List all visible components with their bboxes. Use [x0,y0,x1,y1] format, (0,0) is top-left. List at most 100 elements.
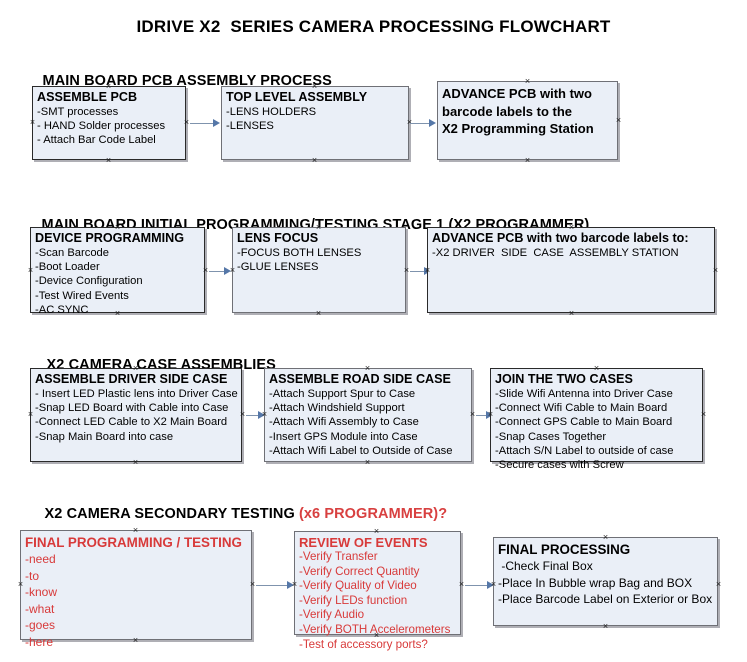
node-line: -X2 DRIVER SIDE CASE ASSEMBLY STATION [432,247,679,259]
node-join-the-two-cases[interactable]: JOIN THE TWO CASES -Slide Wifi Antenna i… [490,368,703,471]
connection-point-right [202,267,209,274]
node-title: ASSEMBLE DRIVER SIDE CASE [35,372,228,386]
section-heading-main-board-pcb-assembly: MAIN BOARD PCB ASSEMBLY PROCESS [26,57,332,105]
connection-point-top [373,528,380,535]
node-line: -Connect LED Cable to X2 Main Board [35,416,228,429]
section-heading-x2-camera-secondary-testing: X2 CAMERA SECONDARY TESTING (x6 PROGRAMM… [28,490,448,538]
node-line: -Insert GPS Module into Case [269,430,418,443]
connection-point-right [249,581,256,588]
node-line: -Verify Transfer [299,550,378,563]
node-line: - Insert LED Plastic lens into Driver Ca… [35,388,238,400]
node-line: -Test Wired Events [35,289,129,302]
connection-point-top [524,78,531,85]
connection-point-bottom [593,459,600,466]
node-line: -Verify LEDs function [299,593,408,607]
connection-point-bottom [524,157,531,164]
node-line: -Connect GPS Cable to Main Board [495,416,673,429]
node-line: -Verify Audio [299,608,365,622]
node-line: -FOCUS BOTH LENSES [237,247,362,259]
node-line: -need [25,552,56,566]
connector-line [476,415,487,416]
node-lens-focus[interactable]: LENS FOCUS -FOCUS BOTH LENSES -GLUE LENS… [232,227,406,313]
connection-point-left [27,267,34,274]
node-body: -need -to -know -what -goes -here [25,551,251,650]
node-line: -LENSES [226,120,274,133]
node-line: -Attach Support Spur to Case [269,388,416,400]
connection-point-bottom [132,637,139,644]
connection-point-top [602,534,609,541]
connection-point-right [469,411,476,418]
node-line: - HAND Solder processes [37,120,166,133]
connection-point-left [17,581,24,588]
connector-line [246,415,259,416]
node-title: ADVANCE PCB with two barcode labels to: [432,231,689,245]
node-title: JOIN THE TWO CASES [495,372,633,386]
section-heading-accent: (x6 PROGRAMMER)? [298,506,448,522]
node-line: -SMT processes [37,106,119,118]
connection-point-right [183,119,190,126]
node-line: -Attach Windshield Support [269,402,405,415]
node-title: ADVANCE PCB with two barcode labels to t… [442,86,594,136]
node-final-programming-testing[interactable]: FINAL PROGRAMMING / TESTING -need -to -k… [20,530,252,649]
node-title: FINAL PROCESSING [498,542,631,557]
node-line: -Verify BOTH Accelerometers [299,622,451,636]
node-body: -FOCUS BOTH LENSES -GLUE LENSES [237,246,405,274]
connection-point-left [291,581,298,588]
connection-point-top [568,224,575,231]
connection-point-right [715,581,722,588]
node-body: -Check Final Box -Place In Bubble wrap B… [498,558,717,608]
connection-point-top [593,365,600,372]
node-body: -Slide Wifi Antenna into Driver Case -Co… [495,387,702,472]
connection-point-bottom [315,310,322,317]
node-line: -Place In Bubble wrap Bag and BOX [498,575,693,590]
node-title: ASSEMBLE PCB [37,90,138,104]
connection-point-right [239,411,246,418]
node-device-programming[interactable]: DEVICE PROGRAMMING -Scan Barcode -Boot L… [30,227,205,316]
node-line: -Snap Cases Together [495,430,607,443]
node-assemble-driver-side-case[interactable]: ASSEMBLE DRIVER SIDE CASE - Insert LED P… [30,368,242,462]
connection-point-bottom [132,459,139,466]
node-title: LENS FOCUS [237,231,319,245]
connection-point-bottom [311,157,318,164]
node-line: -what [25,601,55,616]
node-line: -Boot Loader [35,261,100,274]
node-line: -Device Configuration [35,275,143,288]
node-line: -to [25,568,40,583]
connection-point-right [458,581,465,588]
connection-point-left [490,581,497,588]
node-line: -Place Barcode Label on Exterior or Box [498,592,713,606]
node-line: -Secure cases with Screw [495,459,624,472]
connection-point-right [712,267,719,274]
node-line: -Verify Correct Quantity [299,564,420,578]
node-body: -X2 DRIVER SIDE CASE ASSEMBLY STATION [432,246,714,260]
node-line: -know [25,585,58,599]
connection-point-left [424,267,431,274]
node-assemble-road-side-case[interactable]: ASSEMBLE ROAD SIDE CASE -Attach Support … [264,368,472,462]
connection-point-bottom [364,459,371,466]
connection-point-top [311,83,318,90]
node-advance-pcb-programming-station[interactable]: ADVANCE PCB with two barcode labels to t… [437,81,618,160]
section-heading-text: X2 CAMERA SECONDARY TESTING [44,506,299,522]
node-final-processing[interactable]: FINAL PROCESSING -Check Final Box -Place… [493,537,718,626]
connection-point-left [27,411,34,418]
connection-point-left [487,411,494,418]
node-assemble-pcb[interactable]: ASSEMBLE PCB -SMT processes - HAND Solde… [32,86,186,160]
node-top-level-assembly[interactable]: TOP LEVEL ASSEMBLY -LENS HOLDERS -LENSES [221,86,409,160]
node-line: -goes [25,618,56,632]
node-body: -LENS HOLDERS -LENSES [226,105,408,133]
connection-point-top [315,224,322,231]
node-line: -AC SYNC [35,303,89,316]
node-review-of-events[interactable]: REVIEW OF EVENTS -Verify Transfer -Verif… [294,531,461,651]
node-line: -Attach S/N Label to outside of case [495,444,674,457]
connection-point-left [229,267,236,274]
node-line: -Attach Wifi Label to Outside of Case [269,444,453,457]
connection-point-bottom [568,310,575,317]
node-title: DEVICE PROGRAMMING [35,231,185,245]
node-line: - Attach Bar Code Label [37,134,156,147]
connection-point-left [29,119,36,126]
connection-point-top [364,365,371,372]
node-advance-pcb-driver-side[interactable]: ADVANCE PCB with two barcode labels to: … [427,227,715,313]
connector-arrowhead [213,119,220,127]
node-title: FINAL PROGRAMMING / TESTING [25,535,242,550]
node-line: -Attach Wifi Assembly to Case [269,416,419,429]
